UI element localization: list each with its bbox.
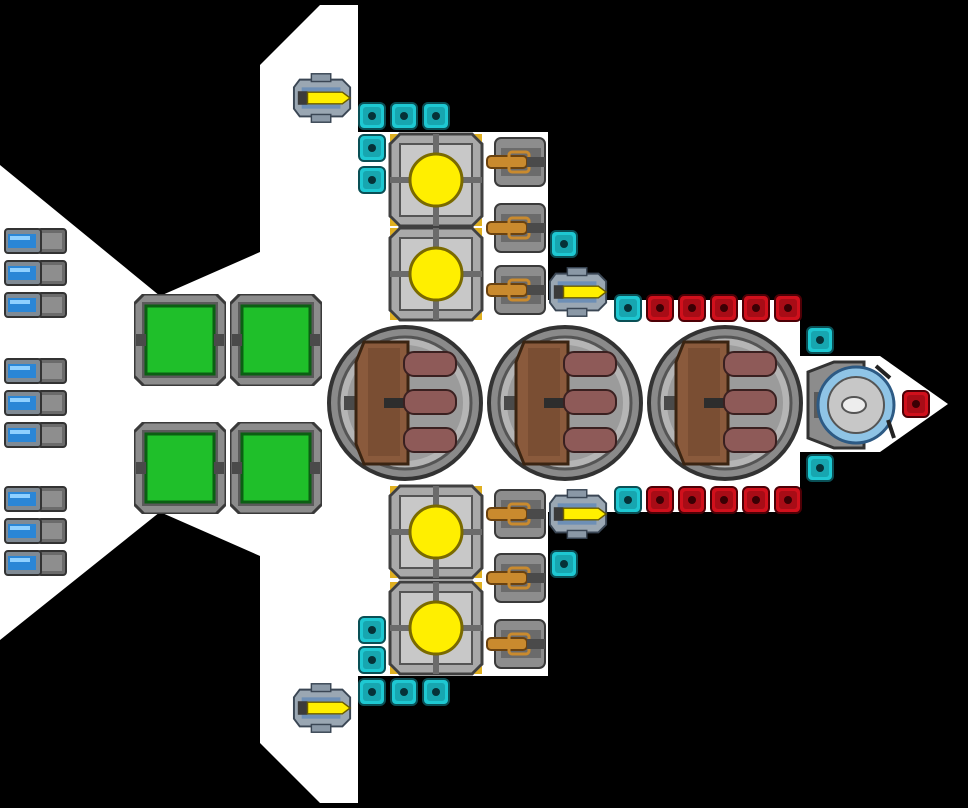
shield-node-icon (550, 230, 578, 258)
shield-node-icon (390, 102, 418, 130)
shield-node-icon (806, 326, 834, 354)
red-armor-icon (710, 294, 738, 322)
thruster-icon (2, 226, 68, 256)
gun-turret-icon (486, 488, 548, 540)
thruster-icon (2, 290, 68, 320)
missile-pod-icon (292, 72, 354, 124)
gun-turret-icon (486, 264, 548, 316)
shield-node-icon (358, 616, 386, 644)
gun-turret-icon (486, 552, 548, 604)
shield-node-icon (358, 134, 386, 162)
red-armor-icon (678, 486, 706, 514)
red-armor-icon (742, 486, 770, 514)
red-armor-icon (646, 486, 674, 514)
thruster-icon (2, 548, 68, 578)
cargo-bay-icon (646, 324, 804, 482)
shield-node-icon (422, 678, 450, 706)
armor-block-icon (134, 422, 226, 514)
reactor-icon (388, 132, 484, 228)
red-armor-icon (774, 294, 802, 322)
cockpit-icon (804, 358, 900, 452)
cargo-bay-icon (486, 324, 644, 482)
thruster-icon (2, 258, 68, 288)
shield-node-icon (358, 678, 386, 706)
red-armor-icon (710, 486, 738, 514)
red-armor-icon (742, 294, 770, 322)
reactor-icon (388, 580, 484, 676)
thruster-icon (2, 356, 68, 386)
red-armor-icon (678, 294, 706, 322)
missile-pod-icon (548, 266, 610, 318)
shield-node-icon (422, 102, 450, 130)
shield-node-icon (614, 294, 642, 322)
shield-node-icon (358, 646, 386, 674)
thruster-icon (2, 388, 68, 418)
gun-turret-icon (486, 136, 548, 188)
cargo-bay-icon (326, 324, 484, 482)
red-armor-icon (646, 294, 674, 322)
armor-block-icon (134, 294, 226, 386)
armor-block-icon (230, 422, 322, 514)
thruster-icon (2, 516, 68, 546)
shield-node-icon (358, 102, 386, 130)
thruster-icon (2, 420, 68, 450)
shield-node-icon (806, 454, 834, 482)
shield-node-icon (614, 486, 642, 514)
armor-block-icon (230, 294, 322, 386)
missile-pod-icon (292, 682, 354, 734)
reactor-icon (388, 484, 484, 580)
shield-node-icon (550, 550, 578, 578)
reactor-icon (388, 226, 484, 322)
red-armor-icon (774, 486, 802, 514)
shield-node-icon (390, 678, 418, 706)
missile-pod-icon (548, 488, 610, 540)
red-armor-icon (902, 390, 930, 418)
shield-node-icon (358, 166, 386, 194)
thruster-icon (2, 484, 68, 514)
gun-turret-icon (486, 618, 548, 670)
gun-turret-icon (486, 202, 548, 254)
